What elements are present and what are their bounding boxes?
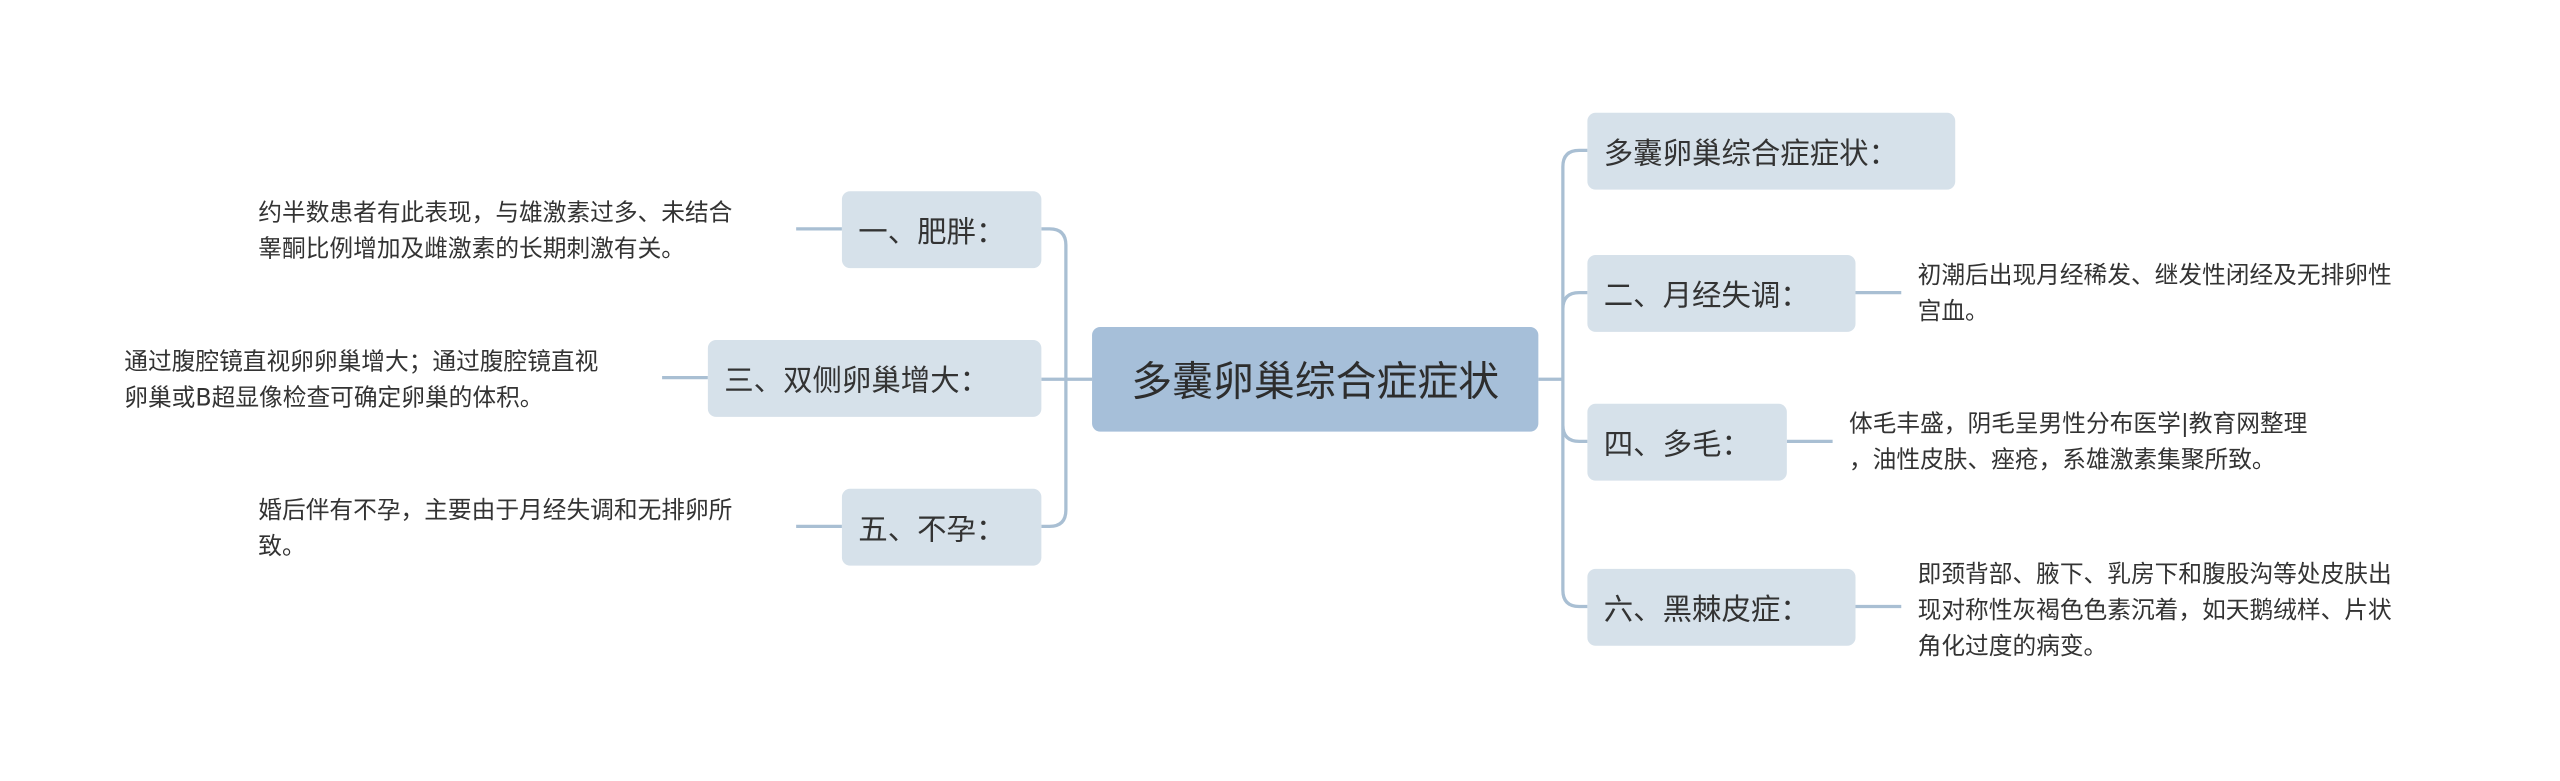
branch-label: 二、月经失调： (1603, 278, 1810, 314)
branch-symptoms-heading[interactable]: 多囊卵巢综合症症状： (1587, 112, 1956, 190)
leaf-line: 宫血。 (1917, 299, 1989, 326)
branch-label: 多囊卵巢综合症症状： (1603, 136, 1899, 171)
branch-infertility[interactable]: 五、不孕： (841, 488, 1042, 566)
branch-menstrual-disorder[interactable]: 二、月经失调： (1587, 255, 1856, 332)
branch-ovary-enlargement[interactable]: 三、双侧卵巢增大： (707, 340, 1042, 417)
leaf-line: 通过腹腔镜直视卵卵巢增大；通过腹腔镜直视 (124, 349, 599, 377)
connector-root-right (1538, 148, 1588, 609)
branch-label: 五、不孕： (858, 512, 1006, 547)
leaf-line: 体毛丰盛，阴毛呈男性分布医学|教育网整理 (1848, 411, 2308, 439)
leaf-line: 卵巢或B超显像检查可确定卵巢的体积。 (124, 385, 544, 412)
root-node[interactable]: 多囊卵巢综合症症状 (1092, 326, 1539, 432)
leaf-infertility-desc: 婚后伴有不孕，主要由于月经失调和无排卵所 致。 (258, 494, 732, 566)
leaf-line: 即颈背部、腋下、乳房下和腹股沟等处皮肤出 (1917, 562, 2392, 589)
branch-label: 一、肥胖： (858, 214, 1006, 250)
leaf-line: 睾酮比例增加及雌激素的长期刺激有关。 (258, 237, 685, 264)
root-title: 多囊卵巢综合症症状 (1131, 358, 1500, 406)
branch-obesity[interactable]: 一、肥胖： (841, 191, 1042, 269)
leaf-line: 致。 (258, 534, 306, 561)
leaf-ovary-desc: 通过腹腔镜直视卵卵巢增大；通过腹腔镜直视 卵巢或B超显像检查可确定卵巢的体积。 (124, 345, 598, 417)
connector-root-left (1041, 227, 1093, 529)
leaf-line: 现对称性灰褐色色素沉着，如天鹅绒样、片状 (1917, 598, 2392, 625)
leaf-line: 角化过度的病变。 (1917, 634, 2108, 661)
branch-label: 三、双侧卵巢增大： (724, 363, 990, 399)
leaf-line: 初潮后出现月经稀发、继发性闭经及无排卵性 (1917, 263, 2392, 290)
leaf-hirsutism-desc: 体毛丰盛，阴毛呈男性分布医学|教育网整理 ，油性皮肤、痤疮，系雄激素集聚所致。 (1849, 407, 2307, 479)
branch-acanthosis[interactable]: 六、黑棘皮症： (1587, 568, 1856, 646)
leaf-line: ，油性皮肤、痤疮，系雄激素集聚所致。 (1848, 447, 2276, 475)
branch-label: 六、黑棘皮症： (1603, 592, 1810, 627)
leaf-line: 约半数患者有此表现，与雄激素过多、未结合 (258, 201, 733, 228)
leaf-acanthosis-desc: 即颈背部、腋下、乳房下和腹股沟等处皮肤出 现对称性灰褐色色素沉着，如天鹅绒样、片… (1918, 557, 2392, 665)
leaf-line: 婚后伴有不孕，主要由于月经失调和无排卵所 (258, 498, 733, 525)
branch-label: 四、多毛： (1603, 427, 1751, 462)
leaf-obesity-desc: 约半数患者有此表现，与雄激素过多、未结合 睾酮比例增加及雌激素的长期刺激有关。 (258, 196, 732, 268)
leaf-menstrual-desc: 初潮后出现月经稀发、继发性闭经及无排卵性 宫血。 (1918, 258, 2392, 330)
branch-hirsutism[interactable]: 四、多毛： (1587, 403, 1787, 481)
